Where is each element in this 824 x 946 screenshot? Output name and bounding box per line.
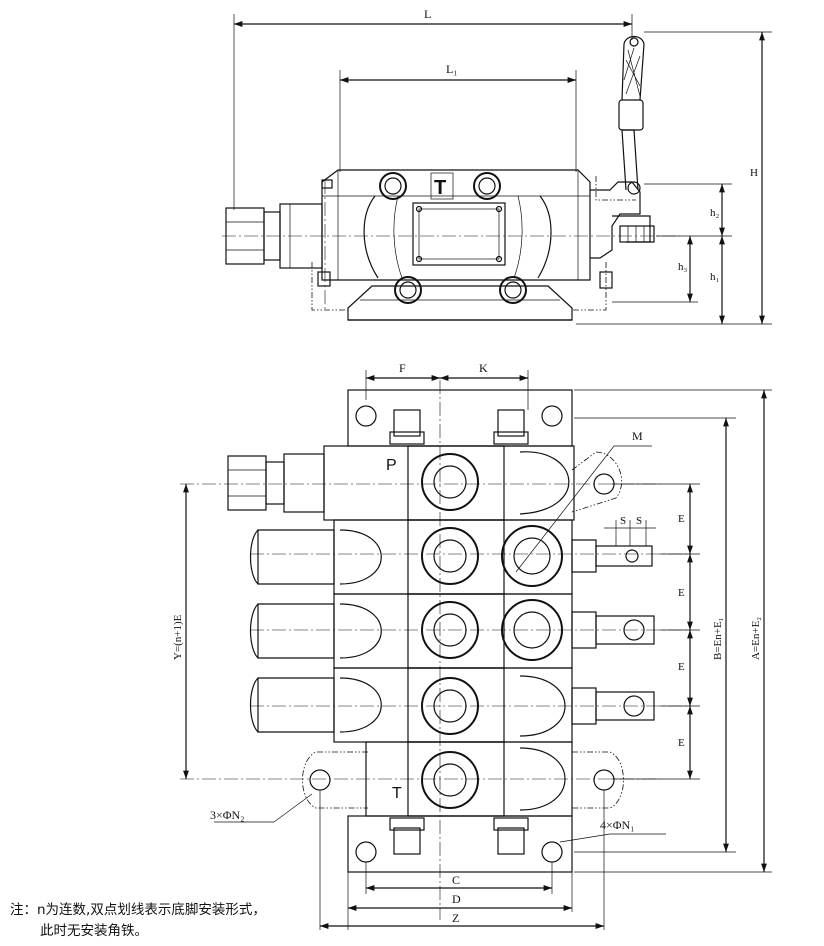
dim-M: M <box>632 429 643 443</box>
dim-A: A=En+E₂ <box>750 617 762 660</box>
dim-F: F <box>399 361 406 375</box>
dim-L: L <box>424 7 431 21</box>
dim-C: C <box>452 873 460 887</box>
dim-E-3: E <box>678 661 685 673</box>
note-line-2: 此时无安装角铁。 <box>40 923 148 939</box>
dim-hole-N2: 3×ΦN₂ <box>210 808 244 822</box>
drawing-note: 注：n为连数,双点划线表示底脚安装形式， 此时无安装角铁。 <box>10 900 266 942</box>
side-elevation-dimensions: L L₁ H h₂ h₁ h₃ T <box>233 7 772 325</box>
dim-E-4: E <box>678 737 685 749</box>
port-label-T: T <box>392 785 402 802</box>
note-line-1: 注：n为连数,双点划线表示底脚安装形式， <box>10 902 266 918</box>
dim-E-2: E <box>678 587 685 599</box>
dim-S-2: S <box>636 515 642 527</box>
dim-L1: L₁ <box>446 62 458 76</box>
side-elevation-view <box>222 35 680 321</box>
valve-section-3 <box>249 667 655 743</box>
valve-section-2 <box>249 593 655 669</box>
dim-h3: h₃ <box>678 261 688 273</box>
dim-S-1: S <box>620 515 626 527</box>
plan-view <box>180 380 690 920</box>
port-label-P: P <box>386 457 397 474</box>
valve-section-1 <box>249 519 653 595</box>
dim-B: B=En+E₁ <box>712 617 724 660</box>
dim-K: K <box>479 361 488 375</box>
dim-h2: h₂ <box>710 207 720 219</box>
dim-Z: Z <box>452 911 459 925</box>
tank-port-mark-T: T <box>434 177 446 199</box>
dim-Y: Y=(n+1)E <box>172 614 184 660</box>
dim-H: H <box>750 167 758 179</box>
plan-view-dimensions: F K M S S E E E E B=En+E₁ A=En+E₂ Y=(n+1 <box>172 361 772 930</box>
dim-D: D <box>452 892 461 906</box>
dim-h1: h₁ <box>710 271 720 283</box>
dim-E-1: E <box>678 513 685 525</box>
dim-hole-N1: 4×ΦN₁ <box>600 818 634 832</box>
